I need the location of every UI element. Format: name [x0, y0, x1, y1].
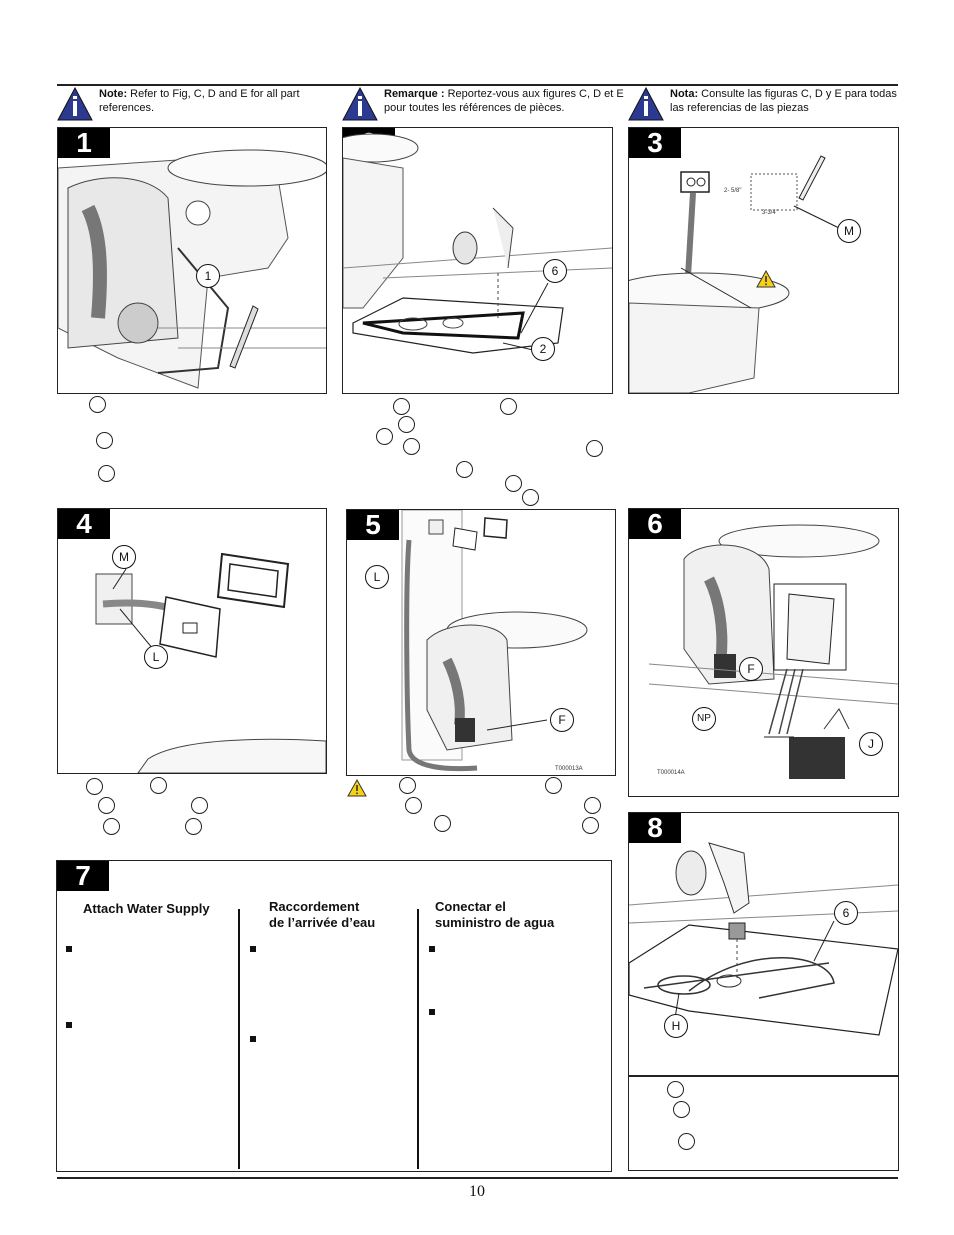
step-4-illustration — [95, 552, 326, 773]
heading-spanish: Conectar el suministro de agua — [435, 899, 554, 931]
step-number: 3 — [629, 128, 681, 158]
ref-ring — [673, 1101, 690, 1118]
heading-french: Raccordement de l’arrivée d’eau — [269, 899, 375, 931]
note-text: Reportez-vous aux figures C, D et E pour… — [384, 88, 624, 114]
bullet — [429, 1009, 435, 1015]
bullet — [66, 1022, 72, 1028]
step-2-illustration — [343, 133, 612, 354]
step-number: 6 — [629, 509, 681, 539]
step-5-illustration — [401, 510, 588, 772]
callout-j: J — [859, 732, 883, 756]
ref-ring — [545, 777, 562, 794]
callout-2: 2 — [531, 337, 555, 361]
step-5-panel: 5 L F T000013A — [346, 509, 616, 776]
ref-ring — [98, 465, 115, 482]
ref-ring — [150, 777, 167, 794]
step-6-panel: 6 F NP J T000014A — [628, 508, 899, 797]
bullet — [250, 946, 256, 952]
callout-l: L — [365, 565, 389, 589]
note-spanish: Nota: Consulte las figuras C, D y E para… — [628, 87, 898, 121]
callout-m: M — [837, 219, 861, 243]
ref-ring — [393, 398, 410, 415]
ref-ring — [86, 778, 103, 795]
note-label: Nota: — [670, 88, 699, 100]
step-8-illustration — [629, 842, 898, 1036]
note-french: Remarque : Reportez-vous aux figures C, … — [342, 87, 627, 121]
step-8-divider — [629, 1075, 898, 1077]
ref-ring — [522, 489, 539, 506]
heading-french-line-2: de l’arrivée d’eau — [269, 915, 376, 930]
step-number: 8 — [629, 813, 681, 843]
warning-icon — [756, 270, 776, 288]
bottom-rule — [57, 1177, 898, 1179]
heading-english: Attach Water Supply — [83, 901, 210, 916]
step-number: 5 — [347, 510, 399, 540]
bullet — [250, 1036, 256, 1042]
page-number: 10 — [469, 1183, 485, 1200]
step-2-panel: 2 6 2 — [342, 127, 613, 394]
heading-spanish-line-1: Conectar el — [435, 899, 506, 914]
step-3-panel: 3 2- 5/8" 3-3/4" M — [628, 127, 899, 394]
note-english: Note: Refer to Fig, C, D and E for all p… — [57, 87, 342, 121]
step-8-panel: 8 6 H — [628, 812, 899, 1171]
ref-ring — [185, 818, 202, 835]
ref-ring — [191, 797, 208, 814]
ref-ring — [103, 818, 120, 835]
ref-ring — [399, 777, 416, 794]
note-text: Consulte las figuras C, D y E para todas… — [670, 88, 897, 114]
ref-ring — [678, 1133, 695, 1150]
ref-ring — [405, 797, 422, 814]
ref-ring — [582, 817, 599, 834]
callout-h: H — [664, 1014, 688, 1038]
step-3-illustration — [629, 155, 840, 393]
bullet — [429, 946, 435, 952]
column-divider — [238, 909, 240, 1169]
ref-ring — [505, 475, 522, 492]
note-icon — [57, 87, 93, 121]
note-text: Refer to Fig, C, D and E for all part re… — [99, 88, 300, 114]
callout-f: F — [550, 708, 574, 732]
callout-6: 6 — [834, 901, 858, 925]
ref-ring — [98, 797, 115, 814]
callout-f: F — [739, 657, 763, 681]
step-7-panel: 7 Attach Water Supply Raccordement de l’… — [56, 860, 612, 1172]
callout-np: NP — [692, 707, 716, 731]
figure-code: T000014A — [657, 770, 685, 776]
ref-ring — [403, 438, 420, 455]
heading-spanish-line-2: suministro de agua — [435, 915, 555, 930]
step-4-panel: 4 M L — [57, 508, 327, 774]
ref-ring — [398, 416, 415, 433]
step-number: 7 — [57, 861, 109, 891]
figure-code: T000013A — [555, 766, 583, 772]
warning-icon — [347, 779, 367, 797]
step-number: 4 — [58, 509, 110, 539]
callout-1: 1 — [196, 264, 220, 288]
ref-ring — [500, 398, 517, 415]
step-1-panel: 1 1 — [57, 127, 327, 394]
heading-french-line-1: Raccordement — [269, 899, 360, 914]
note-label: Note: — [99, 88, 128, 100]
step-1-illustration — [58, 149, 326, 389]
note-label: Remarque : — [384, 88, 445, 100]
step-number: 1 — [58, 128, 110, 158]
note-icon — [628, 87, 664, 121]
note-icon — [342, 87, 378, 121]
callout-6: 6 — [543, 259, 567, 283]
top-rule — [57, 84, 898, 86]
column-divider — [417, 909, 419, 1169]
ref-ring — [376, 428, 393, 445]
ref-ring — [584, 797, 601, 814]
callout-m: M — [112, 545, 136, 569]
ref-ring — [89, 396, 106, 413]
dimension-height: 3-3/4" — [762, 210, 778, 216]
ref-ring — [96, 432, 113, 449]
ref-ring — [434, 815, 451, 832]
ref-ring — [586, 440, 603, 457]
bullet — [66, 946, 72, 952]
step-6-illustration — [648, 524, 898, 779]
dimension-width: 2- 5/8" — [724, 188, 742, 194]
ref-ring — [456, 461, 473, 478]
callout-l: L — [144, 645, 168, 669]
ref-ring — [667, 1081, 684, 1098]
